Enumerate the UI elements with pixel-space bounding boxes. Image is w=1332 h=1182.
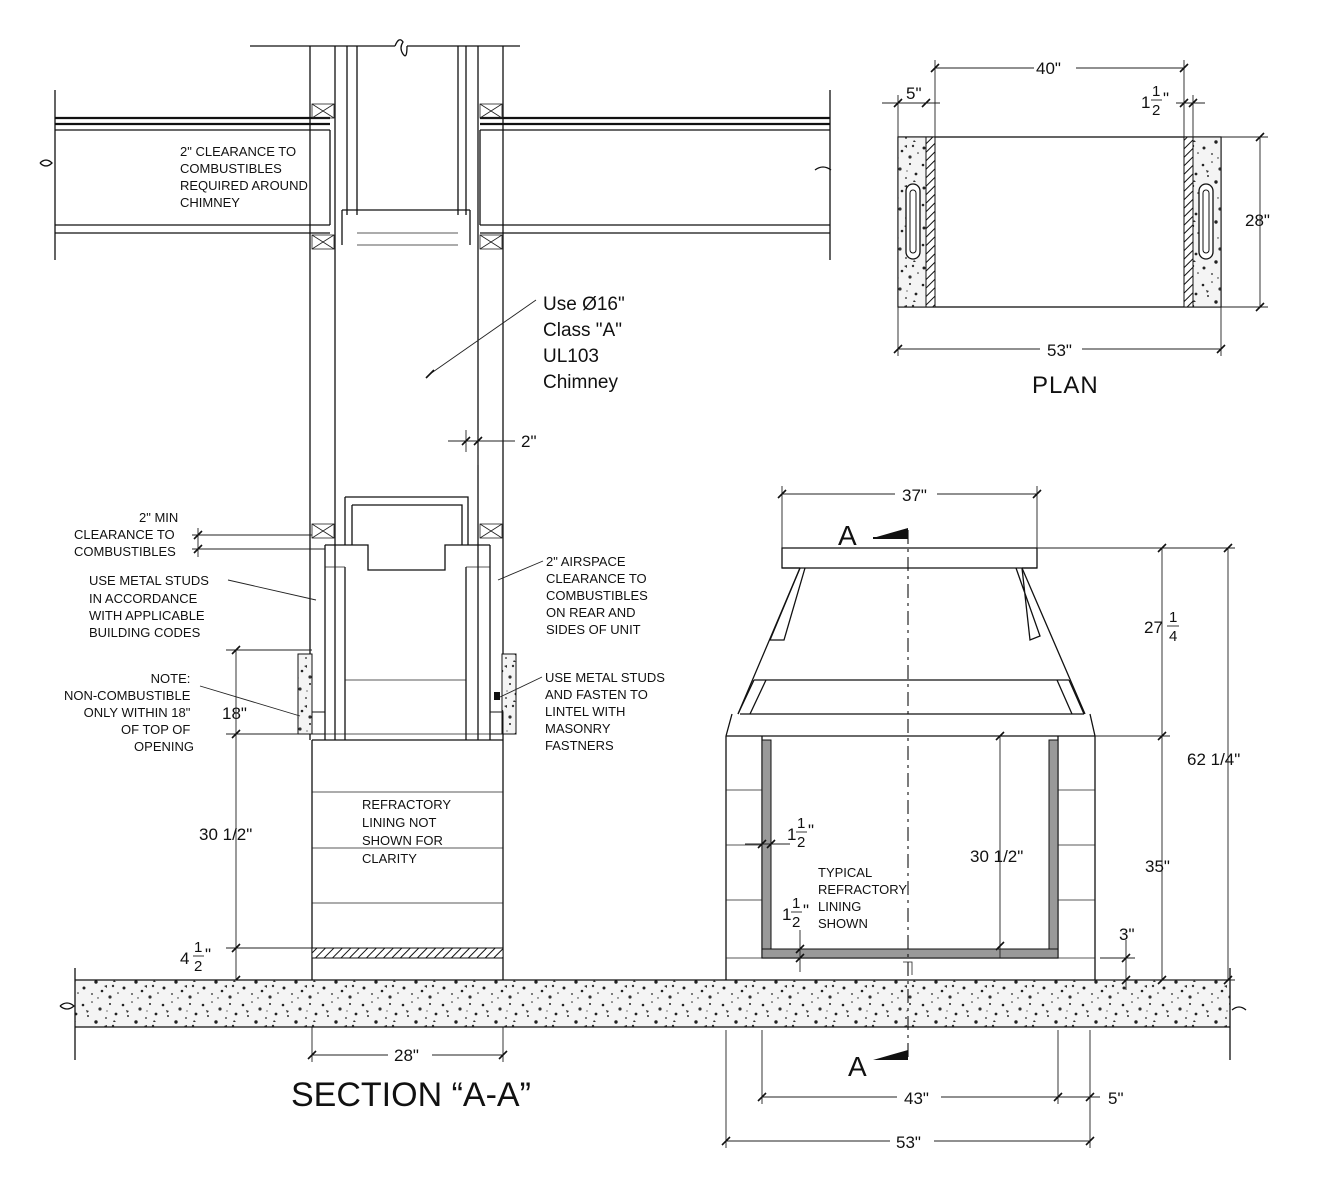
- svg-text:27: 27: [1144, 618, 1163, 637]
- svg-text:1: 1: [797, 815, 805, 832]
- dim-5in-front: 5": [1108, 1089, 1124, 1108]
- svg-text:": ": [1163, 89, 1169, 108]
- svg-text:1: 1: [1152, 83, 1160, 100]
- dim-53in-plan: 53": [1047, 341, 1072, 360]
- metal-studs-left-note: USE METAL STUDS IN ACCORDANCE WITH APPLI…: [89, 573, 213, 640]
- dim-37in: 37": [902, 486, 927, 505]
- svg-text:1: 1: [792, 895, 800, 912]
- dim-27-quarter: 27 1 4: [1144, 609, 1179, 645]
- svg-text:1: 1: [782, 905, 791, 924]
- plan-title: PLAN: [1032, 372, 1099, 399]
- dim-4-half: 4 1 2 ": [180, 939, 211, 975]
- typical-refractory-note: TYPICAL REFRACTORY LINING SHOWN: [818, 865, 910, 931]
- cut-marker-top: A: [838, 520, 857, 551]
- min-clearance-note: 2" MIN CLEARANCE TO COMBUSTIBLES: [74, 510, 182, 559]
- chimney-label: Use Ø16" Class "A" UL103 Chimney: [543, 294, 630, 393]
- dim-side-lining: 1 1 2 ": [787, 815, 814, 851]
- dim-40in: 40": [1036, 59, 1061, 78]
- metal-studs-right-note: USE METAL STUDS AND FASTEN TO LINTEL WIT…: [545, 670, 669, 753]
- airspace-note: 2" AIRSPACE CLEARANCE TO COMBUSTIBLES ON…: [546, 554, 651, 637]
- section-view: 2" CLEARANCE TO COMBUSTIBLES REQUIRED AR…: [39, 39, 832, 1114]
- dim-28in-section: 28": [394, 1046, 419, 1065]
- dim-53in-front: 53": [896, 1133, 921, 1152]
- svg-text:2: 2: [194, 958, 202, 975]
- svg-text:1: 1: [1141, 93, 1150, 112]
- dim-18in: 18": [222, 704, 247, 723]
- section-title: SECTION “A-A”: [291, 1076, 531, 1114]
- dim-62-quarter: 62 1/4": [1187, 750, 1240, 769]
- plan-view: 40" 5" 1 1 2 " 28" 53" PLAN: [882, 58, 1270, 399]
- dim-30-half-right: 30 1/2": [970, 847, 1023, 866]
- dim-5in-plan: 5": [906, 84, 922, 103]
- svg-text:2: 2: [797, 834, 805, 851]
- svg-text:2: 2: [792, 914, 800, 931]
- dim-1-half-plan: 1 1 2 ": [1141, 83, 1169, 119]
- non-combustible-note: NOTE: NON-COMBUSTIBLE ONLY WITHIN 18" OF…: [64, 671, 194, 754]
- svg-text:4: 4: [180, 949, 189, 968]
- floor-slab: [59, 968, 1247, 1060]
- svg-text:": ": [803, 901, 809, 920]
- dim-43in: 43": [904, 1089, 929, 1108]
- svg-text:": ": [205, 945, 211, 964]
- dim-2in: 2": [521, 432, 537, 451]
- svg-text:1: 1: [194, 939, 202, 956]
- dim-30-half-left: 30 1/2": [199, 825, 252, 844]
- dim-28in-plan: 28": [1245, 211, 1270, 230]
- clearance-note: 2" CLEARANCE TO COMBUSTIBLES REQUIRED AR…: [180, 144, 311, 210]
- dim-bottom-lining: 1 1 2 ": [782, 895, 809, 931]
- front-elevation: A A 37" 27 1 4 62 1/4" 35" 3" 30 1/2" 1 …: [721, 484, 1240, 1152]
- svg-text:": ": [808, 821, 814, 840]
- svg-text:1: 1: [787, 825, 796, 844]
- svg-text:2: 2: [1152, 102, 1160, 119]
- svg-text:1: 1: [1169, 609, 1177, 626]
- cut-marker-bottom: A: [848, 1051, 867, 1082]
- dim-35in: 35": [1145, 857, 1170, 876]
- dim-3in: 3": [1119, 925, 1135, 944]
- svg-text:4: 4: [1169, 628, 1177, 645]
- refractory-not-shown-note: REFRACTORY LINING NOT SHOWN FOR CLARITY: [362, 797, 454, 866]
